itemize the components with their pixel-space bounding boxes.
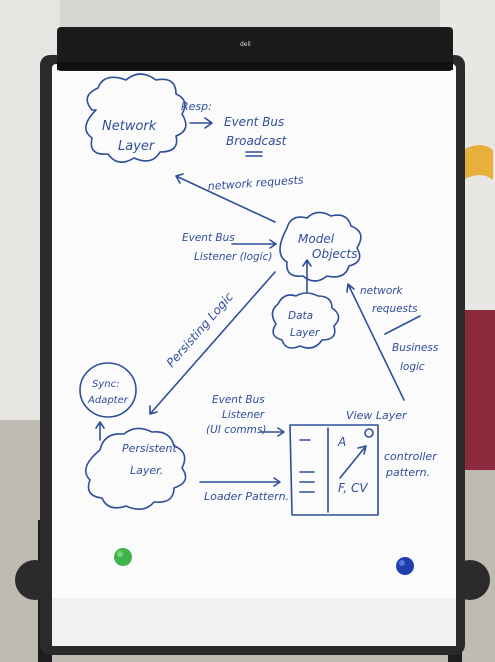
broadcast-line2: Broadcast [226, 134, 288, 148]
clamp-brand: deli [240, 41, 251, 48]
model-objects-cloud [279, 211, 362, 282]
broadcast-underline [245, 151, 263, 157]
business-line1: Business [392, 342, 439, 354]
listener-ui-line1: Event Bus [212, 394, 265, 406]
listener-ui-line2: Listener [222, 409, 265, 421]
network-requests-arrow [175, 173, 276, 223]
green-magnet-highlight [117, 551, 123, 557]
resp-label: Resp: [181, 100, 212, 113]
view-layer-dot [364, 428, 374, 438]
persistent-to-sync-arrow [95, 421, 105, 441]
view-fcv-label: F, CV [338, 481, 368, 495]
ui-comms-arrow [259, 427, 285, 437]
persistent-line2: Layer. [130, 464, 163, 477]
event-bus-listener-logic-label: Event Bus Listener (logic) [182, 232, 272, 263]
view-layer-ticks [299, 439, 315, 493]
model-objects-label: Model Objects [298, 232, 357, 261]
data-line2: Layer [290, 327, 320, 339]
requests-right-line1: network [360, 285, 404, 297]
blue-magnet [396, 557, 414, 575]
network-layer-line2: Layer [118, 139, 156, 154]
view-layer-label: View Layer [346, 409, 408, 422]
data-line1: Data [288, 310, 313, 322]
persistent-line1: Persistent [122, 442, 177, 455]
loader-pattern-label: Loader Pattern. [204, 490, 289, 503]
model-line2: Objects [312, 247, 357, 261]
data-layer-cloud [271, 292, 340, 349]
view-layer-inner-arrow [339, 445, 367, 479]
network-requests-right-label: network requests [360, 285, 418, 315]
poster-letter-right [463, 145, 493, 180]
listener-ui-line3: (UI comms) [206, 424, 266, 436]
board-lower-edge [52, 598, 456, 646]
event-bus-listener-ui-label: Event Bus Listener (UI comms) [206, 394, 268, 436]
network-layer-label: Network Layer [102, 119, 160, 154]
sync-line1: Sync: [92, 379, 119, 390]
listener-logic-line2: Listener (logic) [194, 251, 272, 263]
view-a-label: A [337, 435, 346, 449]
model-line1: Model [298, 232, 335, 246]
sync-adapter-label: Sync: Adapter [87, 379, 129, 406]
data-layer-label: Data Layer [288, 310, 320, 339]
listener-logic-line1: Event Bus [182, 232, 235, 244]
requests-divider [384, 315, 421, 335]
view-layer-box [289, 424, 379, 516]
resp-arrow [189, 117, 213, 129]
sync-line2: Adapter [87, 395, 129, 406]
data-to-model-arrow [302, 259, 312, 293]
business-logic-label: Business logic [392, 342, 442, 373]
persistent-layer-cloud [84, 427, 187, 510]
controller-pattern-label: controller pattern. [384, 450, 440, 479]
controller-line2: pattern. [385, 466, 430, 479]
requests-right-line2: requests [372, 303, 418, 315]
blue-magnet-highlight [399, 560, 405, 566]
business-line2: logic [400, 361, 425, 373]
listener-logic-arrow [231, 239, 277, 249]
board-surface [52, 64, 456, 646]
sync-adapter-circle [79, 362, 137, 418]
clamp-shadow [57, 62, 453, 70]
network-layer-line1: Network [102, 119, 157, 134]
view-to-model-arrow [346, 283, 405, 401]
loader-pattern-arrow [199, 477, 281, 487]
network-layer-cloud [85, 73, 187, 163]
persistent-layer-label: Persistent Layer. [122, 442, 180, 477]
paper-clamp [57, 27, 453, 71]
green-magnet [114, 548, 132, 566]
controller-line1: controller [384, 450, 438, 463]
event-bus-broadcast-label: Event Bus Broadcast [224, 115, 288, 148]
broadcast-line1: Event Bus [224, 115, 284, 129]
persisting-logic-arrow [149, 271, 276, 415]
